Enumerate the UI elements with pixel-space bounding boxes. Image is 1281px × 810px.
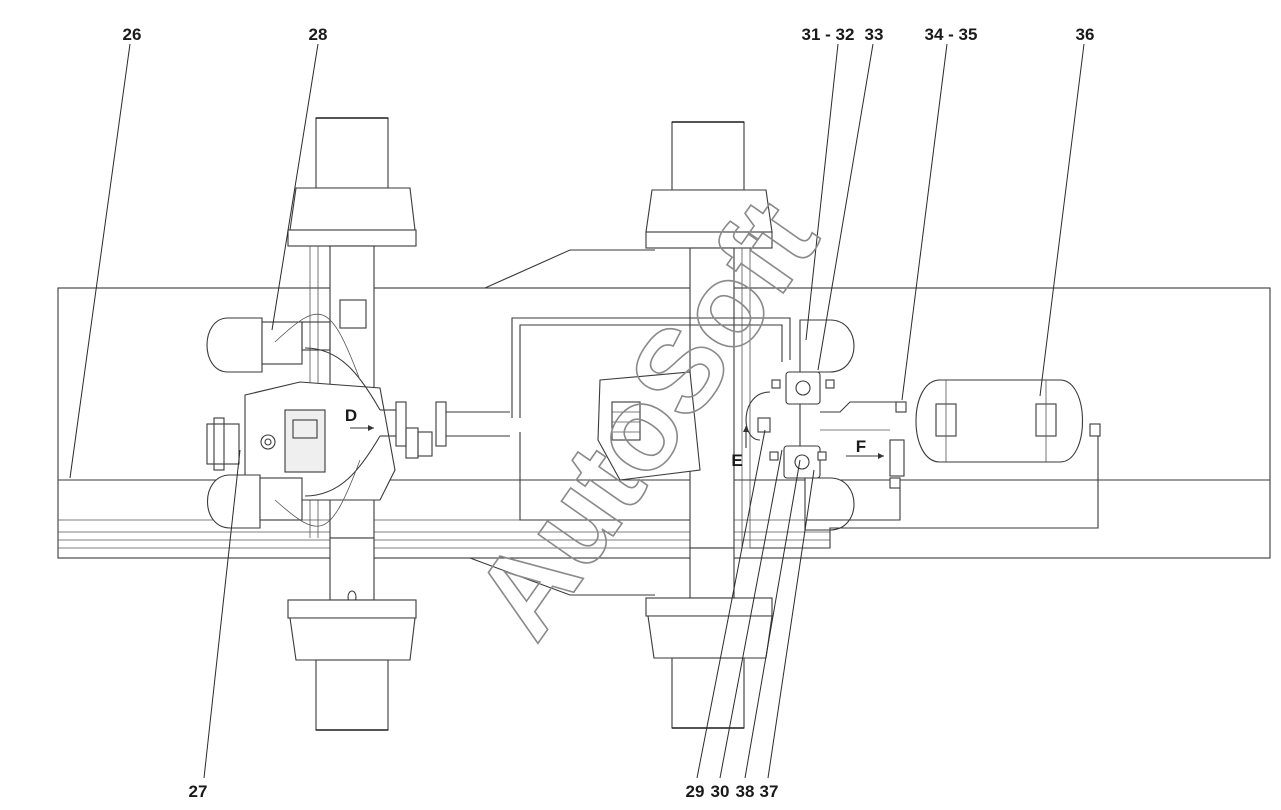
rear-axle bbox=[206, 117, 447, 731]
rear-brake-chambers bbox=[206, 317, 331, 529]
callout-30: 30 bbox=[711, 782, 730, 801]
view-labels: D E F bbox=[345, 406, 884, 470]
middle-brake-chambers bbox=[799, 319, 855, 531]
air-receiver bbox=[889, 379, 1101, 489]
leader-lines bbox=[69, 43, 1085, 779]
callout-29: 29 bbox=[686, 782, 705, 801]
callout-26: 26 bbox=[123, 25, 142, 44]
brake-lines bbox=[274, 313, 1099, 549]
relay-valves bbox=[757, 371, 835, 479]
view-label-d: D bbox=[345, 406, 357, 425]
callout-34-35: 34 - 35 bbox=[925, 25, 978, 44]
callout-33: 33 bbox=[865, 25, 884, 44]
callout-38: 38 bbox=[736, 782, 755, 801]
view-label-f: F bbox=[856, 437, 866, 456]
callout-36: 36 bbox=[1076, 25, 1095, 44]
view-label-e: E bbox=[731, 451, 742, 470]
axle-hubs bbox=[316, 117, 744, 731]
callout-labels: 26 28 31 - 32 33 34 - 35 36 27 29 30 38 … bbox=[123, 25, 1095, 801]
callout-28: 28 bbox=[309, 25, 328, 44]
callout-31-32: 31 - 32 bbox=[802, 25, 855, 44]
callout-27: 27 bbox=[189, 782, 208, 801]
callout-37: 37 bbox=[760, 782, 779, 801]
